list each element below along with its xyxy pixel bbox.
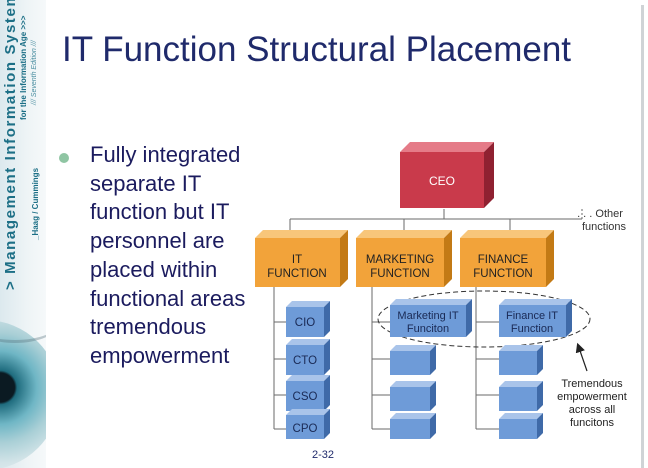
slide-edge-divider — [641, 5, 644, 468]
cio-box: CIO — [286, 301, 330, 337]
marketing-blank-box-2 — [390, 381, 436, 411]
empowerment-ellipse — [377, 290, 591, 348]
org-chart-svg: CEO . . . Other functions IT FUNCTION MA… — [255, 142, 627, 439]
cto-label: CTO — [293, 355, 317, 367]
finance-blank-box-2 — [499, 381, 543, 411]
finance-it-label-2: Function — [511, 323, 553, 335]
finance-blank-box-3 — [499, 413, 543, 439]
cpo-box: CPO — [286, 409, 330, 439]
finance-function-label-1: FINANCE — [478, 254, 529, 266]
slide-title: IT Function Structural Placement — [62, 30, 572, 69]
finance-it-box: Finance IT Function — [499, 299, 572, 337]
finance-it-label-1: Finance IT — [506, 310, 558, 322]
it-function-label-2: FUNCTION — [267, 268, 326, 280]
brand-authors: _Haag / Cummings — [31, 167, 40, 240]
bullet-text: Fully integrated separate IT function bu… — [90, 142, 246, 368]
marketing-function-label-2: FUNCTION — [370, 268, 429, 280]
eye-image — [0, 320, 46, 468]
finance-blank-box-1 — [499, 345, 543, 375]
marketing-blank-box-1 — [390, 345, 436, 375]
note-line-2: empowerment — [557, 391, 627, 403]
eyelid-decoration — [0, 300, 46, 343]
branding-sidebar: > Management Information Systems for the… — [0, 0, 46, 468]
cto-box: CTO — [286, 339, 330, 375]
org-chart-figure: CEO . . . Other functions IT FUNCTION MA… — [252, 139, 636, 440]
page-number: 2-32 — [312, 449, 335, 461]
cio-label: CIO — [295, 317, 316, 329]
finance-function-label-2: FUNCTION — [473, 268, 532, 280]
marketing-it-box: Marketing IT Funciton — [390, 299, 472, 337]
ceo-box: CEO — [400, 142, 494, 208]
it-function-label-1: IT — [292, 254, 302, 266]
brand-title: > Management Information Systems — [2, 0, 19, 290]
arrow-icon — [575, 342, 588, 372]
marketing-function-label-1: MARKETING — [366, 254, 434, 266]
other-functions-label-1: . . . Other — [577, 208, 623, 220]
it-function-box: IT FUNCTION — [255, 230, 348, 287]
bullet-icon — [59, 153, 69, 163]
other-functions-label-2: functions — [582, 221, 627, 233]
cpo-label: CPO — [293, 423, 318, 435]
marketing-it-label-2: Funciton — [407, 323, 449, 335]
finance-function-box: FINANCE FUNCTION — [460, 230, 554, 287]
ceo-label: CEO — [429, 174, 455, 188]
note-line-3: across all — [569, 404, 615, 416]
cso-box: CSO — [286, 375, 330, 411]
brand-edition: /// Seventh Edition /// — [31, 40, 38, 105]
marketing-function-box: MARKETING FUNCTION — [356, 230, 452, 287]
connector-lines — [273, 207, 583, 430]
marketing-blank-box-3 — [390, 413, 436, 439]
note-line-4: funcitons — [570, 417, 615, 429]
cso-label: CSO — [293, 391, 318, 403]
marketing-it-label-1: Marketing IT — [397, 310, 458, 322]
note-line-1: Tremendous — [561, 378, 623, 390]
brand-subtitle: for the Information Age >>> — [19, 15, 28, 120]
